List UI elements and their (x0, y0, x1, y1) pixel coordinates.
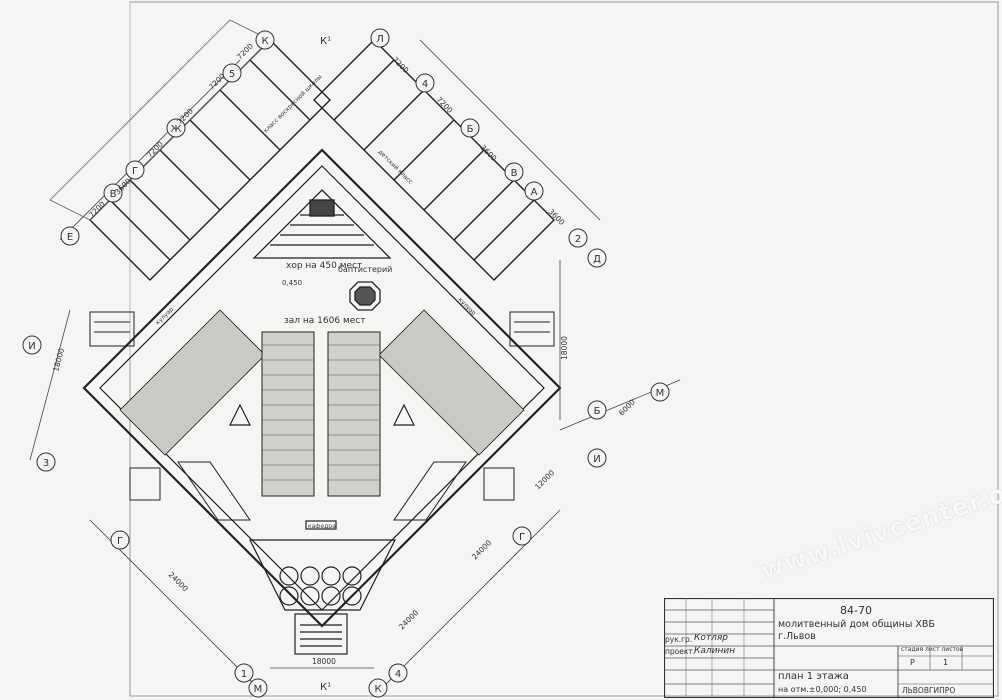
baptistery-label: баптистерий (338, 265, 392, 274)
section-mark-top: К¹ (320, 36, 331, 47)
axis-l: Л (376, 34, 384, 45)
altar-label: кафедра (308, 523, 336, 530)
name-1: Котляр (694, 633, 729, 643)
baptistery (349, 281, 381, 311)
seating-center (261, 331, 381, 497)
seat-rows (262, 344, 380, 481)
axis-g: Г (132, 166, 138, 177)
axis-zh: Ж (171, 124, 182, 135)
svg-text:7200: 7200 (175, 106, 195, 126)
seating-right (378, 309, 525, 456)
hall-label: зал на 1606 мест (284, 316, 365, 326)
axis-m: М (656, 388, 665, 399)
axis-n4b: 4 (395, 669, 401, 680)
stairs-lower (129, 461, 515, 521)
axis-i: И (593, 454, 600, 465)
wing-left (49, 19, 331, 281)
role-2: проект. (665, 647, 696, 656)
svg-text:18000: 18000 (560, 336, 569, 360)
svg-text:24000: 24000 (397, 608, 420, 631)
svg-text:12000: 12000 (533, 468, 556, 491)
drawing-code: 84-70 (840, 604, 872, 617)
axis-a: А (531, 187, 538, 198)
axis-bubbles (22, 28, 670, 698)
role-1: рук.гр. (665, 635, 693, 644)
title-block: 84-70 молитвенный дом общины ХВБ г.Львов… (664, 598, 994, 698)
organization: ЛЬВОВГИПРО (902, 686, 956, 695)
name-2: Калинин (694, 646, 736, 656)
svg-text:18000: 18000 (312, 657, 336, 666)
axis-i1: И (28, 341, 35, 352)
stage-header: стадия лист листов (901, 646, 964, 653)
sheet-subtitle: на отм.±0,000; 0,450 (778, 685, 867, 694)
lobby-right: кулуар (457, 296, 478, 317)
sheet-number: 1 (943, 658, 949, 667)
axis-e: Е (67, 232, 73, 243)
axis-k: К (261, 36, 268, 47)
sheet-title: план 1 этажа (778, 671, 849, 682)
seating-left (119, 309, 266, 456)
axis-g2: Г (117, 536, 123, 547)
axis-n2: 2 (575, 234, 581, 245)
wing-right (313, 39, 555, 281)
axis-v2: В (110, 189, 117, 200)
entrance (249, 520, 396, 655)
axis-n4: 4 (422, 79, 428, 90)
axis-d: Д (593, 254, 601, 265)
svg-text:24000: 24000 (167, 570, 190, 593)
axis-letters: К Л 5 4 Ж Б Г В В А Е 2 Д Б И М 3 Г Г 1 … (28, 34, 664, 695)
axis-v: В (511, 168, 518, 179)
svg-text:7200: 7200 (87, 199, 107, 219)
svg-text:18000: 18000 (51, 347, 66, 373)
svg-text:24000: 24000 (470, 538, 493, 561)
axis-m2: М (254, 684, 263, 695)
project-city: г.Львов (778, 631, 816, 642)
svg-text:7200: 7200 (145, 139, 165, 159)
section-mark-bottom: К¹ (320, 682, 331, 693)
level-mark: 0,450 (282, 279, 302, 287)
svg-text:7200: 7200 (391, 55, 411, 75)
svg-text:7200: 7200 (435, 95, 455, 115)
axis-n5: 5 (229, 69, 235, 80)
axis-n1: 1 (241, 669, 247, 680)
axis-b2: Б (594, 406, 601, 417)
title-block-grid (664, 598, 994, 698)
choir-block (252, 189, 392, 259)
side-stairs (89, 311, 555, 347)
axis-k2: К (374, 684, 381, 695)
stage: Р (910, 658, 915, 667)
project-title: молитвенный дом общины ХВБ (778, 619, 935, 630)
svg-text:6000: 6000 (617, 397, 637, 417)
side-room-right: детский класс (377, 148, 414, 185)
axis-g3: Г (519, 532, 525, 543)
axis-b: Б (467, 124, 474, 135)
axis-n3: 3 (43, 458, 49, 469)
choir-label: хор на 450 мест (286, 261, 362, 271)
